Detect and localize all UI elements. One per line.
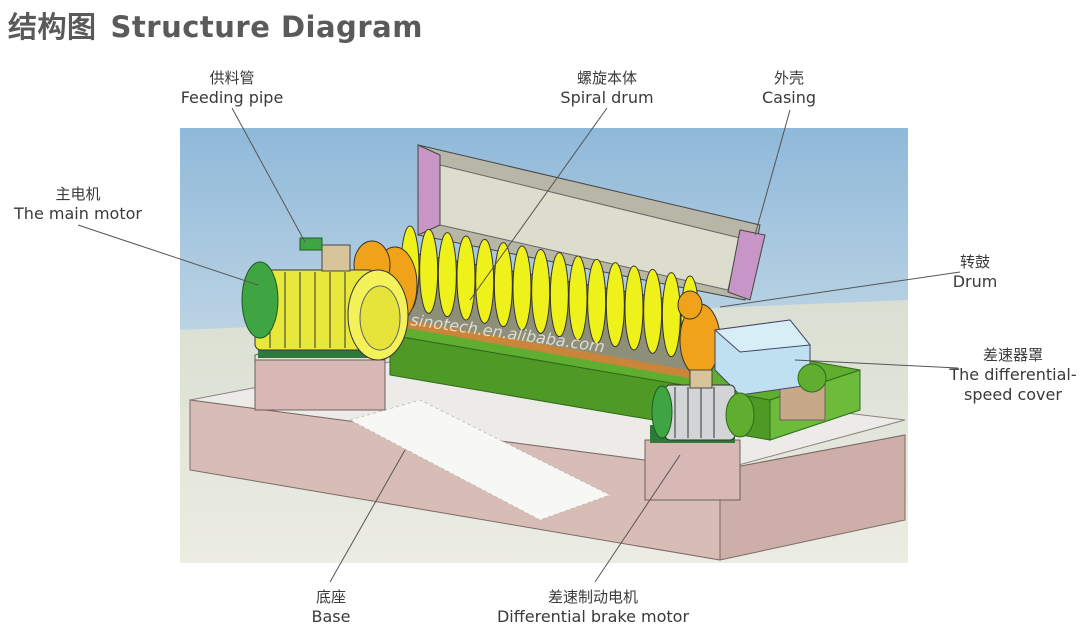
label-main-motor: 主电机 The main motor [14, 185, 142, 223]
page-title: 结构图 Structure Diagram [8, 4, 423, 46]
leader-lines [77, 107, 961, 583]
spiral-flight [419, 228, 439, 314]
spiral-flight [661, 272, 681, 358]
spiral-flight [605, 262, 625, 348]
brake-motor [651, 369, 755, 441]
label-drum: 转鼓 Drum [952, 253, 998, 291]
label-spiral-drum: 螺旋本体 Spiral drum [560, 69, 654, 107]
spiral-flight [456, 235, 476, 321]
casing-lid [417, 144, 766, 301]
label-feeding-pipe: 供料管 Feeding pipe [180, 69, 284, 107]
spiral-flight [437, 232, 457, 318]
title-cn: 结构图 [8, 10, 97, 44]
differential-cover [713, 319, 827, 396]
main-motor [241, 244, 409, 361]
label-casing: 外壳 Casing [761, 69, 817, 107]
label-differential-cover: 差速器罩 The differential- speed cover [949, 346, 1077, 404]
spiral-flight [587, 258, 607, 344]
title-en: Structure Diagram [110, 10, 423, 44]
label-base: 底座 Base [311, 588, 351, 626]
spiral-flight [475, 238, 495, 324]
feeding-pipe [299, 237, 323, 251]
spiral-flight [568, 255, 588, 341]
spiral-flight [624, 265, 644, 351]
spiral-flight [493, 242, 513, 328]
spiral-flight [643, 268, 663, 354]
spiral-flight [549, 252, 569, 338]
spiral-flight [531, 248, 551, 334]
spiral-flight [512, 245, 532, 331]
label-brake-motor: 差速制动电机 Differential brake motor [496, 588, 690, 626]
